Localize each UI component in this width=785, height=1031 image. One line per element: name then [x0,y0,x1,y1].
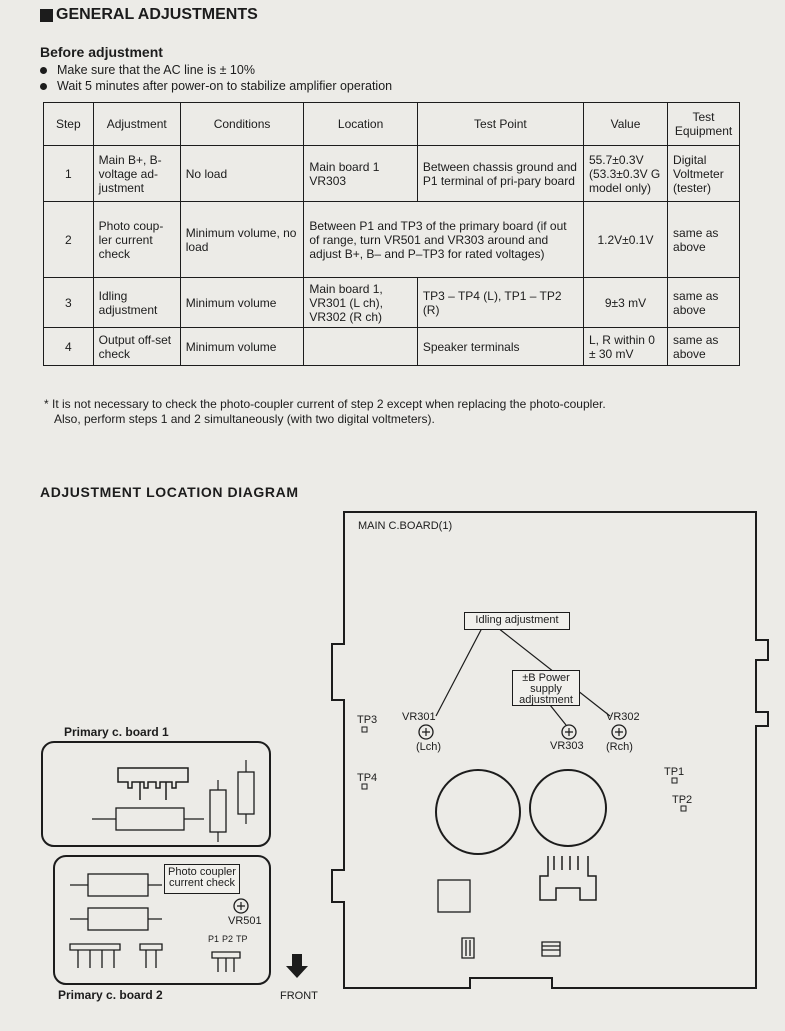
tp3-pad [361,726,368,733]
footnote-line-1: * It is not necessary to check the photo… [44,397,606,411]
cell-test-point: TP3 – TP4 (L), TP1 – TP2 (R) [416,277,584,328]
cell-conditions: Minimum volume [179,277,305,328]
front-label: FRONT [280,990,318,1002]
main-board-outline [331,511,769,989]
bullet-dot-icon [40,67,47,74]
list-item: Make sure that the AC line is ± 10% [40,62,392,78]
diagram-title: ADJUSTMENT LOCATION DIAGRAM [40,484,299,500]
cell-equipment: same as above [667,277,740,328]
tp-label: TP [236,934,248,944]
vr303-label: VR303 [550,740,584,752]
lch-label: (Lch) [416,741,442,753]
ic-square [437,879,471,913]
tp4-label: TP4 [357,772,378,784]
header-test-point: Test Point [416,102,584,146]
capacitor-left [435,769,521,855]
cell-location: Main board 1, VR301 (L ch), VR302 (R ch) [303,277,418,328]
tp2-label: TP2 [672,794,693,806]
header-value: Value [582,102,669,146]
cell-test-point: Speaker terminals [416,327,584,366]
cell-location: Main board 1 VR303 [303,145,418,202]
cell-adjustment: Photo coup-ler current check [92,201,181,278]
terminal-strip-1 [69,943,121,968]
cell-adjustment: Idling adjustment [92,277,181,328]
tp4-pad [361,783,368,790]
cell-step: 4 [43,327,94,366]
cell-location [303,327,418,366]
p1-label: P1 [208,934,220,944]
cell-value: 55.7±0.3V (53.3±0.3V G model only) [582,145,669,202]
section-title: GENERAL ADJUSTMENTS [40,6,258,24]
before-adjustment-heading: Before adjustment [40,44,163,60]
header-location: Location [303,102,418,146]
table-row: 4 Output off-set check Minimum volume Sp… [43,327,740,366]
vr501-pot [233,898,249,914]
terminal-strip-2 [139,943,163,968]
cell-adjustment: Main B+, B- voltage ad-justment [92,145,181,202]
connector-right [541,941,561,957]
cell-test-point: Between chassis ground and P1 terminal o… [416,145,584,202]
footnote-line-2: Also, perform steps 1 and 2 simultaneous… [54,412,435,426]
vr301-label: VR301 [402,711,436,723]
vr302-pot [611,724,627,740]
resistor-1 [115,807,185,831]
primary-board-2-label: Primary c. board 2 [58,988,163,1002]
cell-equipment: same as above [667,327,740,366]
cell-step: 2 [43,201,94,278]
capacitor-block-1 [87,873,149,897]
front-arrow-icon [286,954,308,978]
primary-board-2-outline [53,855,271,985]
tp3-label: TP3 [357,714,378,726]
table-row: 3 Idling adjustment Minimum volume Main … [43,277,740,328]
table-row: 1 Main B+, B- voltage ad-justment No loa… [43,145,740,202]
vr501-label: VR501 [228,915,262,927]
square-bullet-icon [40,8,53,22]
cell-conditions: Minimum volume, no load [179,201,305,278]
tp1-label: TP1 [664,766,685,778]
header-step: Step [43,102,94,146]
tp2-pad [680,805,687,812]
list-item: Wait 5 minutes after power-on to stabili… [40,78,392,94]
section-title-text: GENERAL ADJUSTMENTS [56,6,258,23]
capacitor-block-2 [87,907,149,931]
footnote: * It is not necessary to check the photo… [44,397,606,427]
primary-board-1-outline [41,741,271,847]
tp1-pad [671,777,678,784]
header-equipment: Test Equipment [667,102,740,146]
cell-equipment: same as above [667,201,740,278]
cell-step: 3 [43,277,94,328]
connector-left [461,937,475,959]
vr302-label: VR302 [606,711,640,723]
cell-equipment: Digital Voltmeter (tester) [667,145,740,202]
table-header-row: Step Adjustment Conditions Location Test… [43,102,740,146]
heatsink-1 [117,767,189,800]
p2-label: P2 [222,934,234,944]
before-adjustment-list: Make sure that the AC line is ± 10% Wait… [40,62,392,94]
adjustments-table: Step Adjustment Conditions Location Test… [43,102,740,366]
table-row: 2 Photo coup-ler current check Minimum v… [43,201,740,278]
heatsink-chip [539,856,597,901]
bullet-dot-icon [40,83,47,90]
cell-conditions: No load [179,145,305,202]
main-board-label: MAIN C.BOARD(1) [358,520,453,532]
power-supply-box: ±B Power supply adjustment [512,670,580,706]
resistor-2 [237,771,255,815]
rch-label: (Rch) [606,741,633,753]
primary-board-1-label: Primary c. board 1 [64,725,169,739]
photo-coupler-box: Photo coupler current check [164,864,240,894]
vr303-pot [561,724,577,740]
vr301-pot [418,724,434,740]
capacitor-right [529,769,607,847]
tp-connector [211,951,241,972]
cell-adjustment: Output off-set check [92,327,181,366]
idling-adjustment-box: Idling adjustment [464,612,570,630]
header-adjustment: Adjustment [92,102,181,146]
resistor-3 [209,789,227,833]
cell-value: L, R within 0 ± 30 mV [582,327,669,366]
